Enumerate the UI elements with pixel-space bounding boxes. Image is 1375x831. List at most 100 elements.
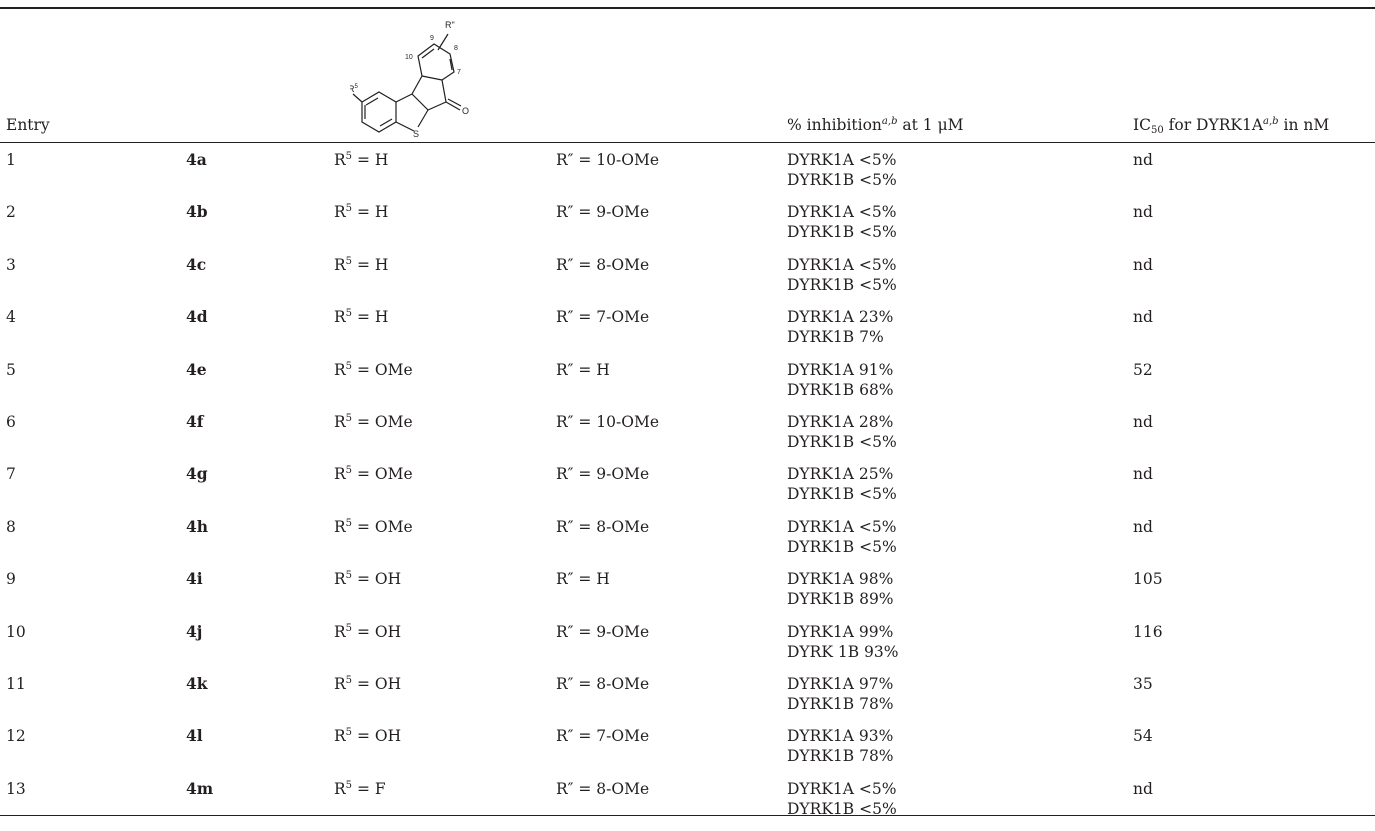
ic50-value: nd bbox=[1133, 308, 1153, 327]
dyrk1a-inhibition: DYRK1A 99% bbox=[787, 622, 894, 641]
inhibition-values: DYRK1A <5% DYRK1B <5% bbox=[787, 150, 897, 190]
r5-substituent: R5 = H bbox=[334, 203, 389, 222]
entry-number: 5 bbox=[6, 360, 16, 379]
r5-substituent: R5 = OMe bbox=[334, 413, 413, 431]
entry-number: 7 bbox=[6, 465, 16, 484]
compound-id: 4f bbox=[186, 412, 204, 431]
rpp-substituent: R″ = 8-OMe bbox=[556, 517, 650, 536]
r5-substituent: R5 = OMe bbox=[334, 517, 413, 536]
compound-id: 4d bbox=[186, 307, 208, 327]
position-7-label: 7 bbox=[457, 69, 461, 76]
compound-id: 4m bbox=[186, 778, 214, 798]
table-bottom-rule bbox=[0, 815, 1375, 816]
ic50-value: nd bbox=[1133, 413, 1153, 431]
rpp-substituent: R″ = 8-OMe bbox=[556, 779, 650, 798]
compound-id: 4a bbox=[186, 150, 207, 169]
compound-id: 4k bbox=[186, 674, 208, 693]
dyrk1b-inhibition: DYRK1B 68% bbox=[787, 380, 894, 399]
inhibition-values: DYRK1A <5%DYRK1B <5% bbox=[787, 517, 897, 557]
rpp-substituent: R″ = 9-OMe bbox=[556, 622, 650, 641]
compound-id: 4b bbox=[186, 202, 208, 222]
ic50-value: 35 bbox=[1133, 675, 1153, 693]
header-separator-rule bbox=[0, 142, 1375, 143]
entry-number: 11 bbox=[6, 675, 26, 693]
entry-number: 12 bbox=[6, 727, 26, 746]
entry-number: 8 bbox=[6, 517, 16, 536]
entry-number: 9 bbox=[6, 570, 16, 589]
r5-substituent: R5 = H bbox=[334, 308, 389, 327]
dyrk1a-inhibition: DYRK1A 93% bbox=[787, 727, 894, 746]
rpp-structure-label: R" bbox=[445, 20, 455, 30]
rpp-substituent: R″ = H bbox=[556, 570, 610, 589]
rpp-substituent: R″ = 9-OMe bbox=[556, 465, 650, 484]
r5-substituent: R5 = F bbox=[334, 779, 386, 798]
inhibition-values: DYRK1A 25%DYRK1B <5% bbox=[787, 464, 897, 504]
table-row: 13 4m R5 = F R″ = 8-OMe DYRK1A <5%DYRK1B <5%… bbox=[0, 779, 1375, 831]
dyrk1a-inhibition: DYRK1A 97% bbox=[787, 675, 894, 693]
compound-id: 4i bbox=[186, 569, 203, 589]
ic50-value: nd bbox=[1133, 465, 1153, 484]
inhibition-values: DYRK1A 23%DYRK1B 7% bbox=[787, 307, 893, 347]
column-header-entry: Entry bbox=[6, 116, 50, 134]
inhibition-values: DYRK1A 97%DYRK1B 78% bbox=[787, 674, 894, 714]
table-row: 11 4k R5 = OH R″ = 8-OMe DYRK1A 97%DYRK1B 78… bbox=[0, 674, 1375, 726]
entry-number: 13 bbox=[6, 779, 26, 798]
dyrk1b-inhibition: DYRK1B <5% bbox=[787, 275, 897, 294]
ic50-value: 116 bbox=[1133, 622, 1163, 641]
entry-number: 1 bbox=[6, 151, 16, 169]
dyrk1b-inhibition: DYRK1B <5% bbox=[787, 799, 897, 818]
inhibition-values: DYRK1A <5%DYRK1B <5% bbox=[787, 779, 897, 819]
entry-number: 3 bbox=[6, 255, 16, 274]
rpp-substituent: R″ = 10-OMe bbox=[556, 413, 660, 431]
column-header-inhibition: % inhibitiona,b at 1 μM bbox=[787, 116, 964, 134]
ic50-value: nd bbox=[1133, 779, 1153, 798]
ic50-value: nd bbox=[1133, 151, 1153, 169]
dyrk1a-inhibition: DYRK1A <5% bbox=[787, 151, 897, 169]
inhibition-values: DYRK1A 28%DYRK1B <5% bbox=[787, 412, 897, 452]
sulfur-label: S bbox=[413, 129, 419, 139]
dyrk1b-inhibition: DYRK 1B 93% bbox=[787, 642, 899, 661]
table-top-rule bbox=[0, 7, 1375, 9]
dyrk1b-inhibition: DYRK1B <5% bbox=[787, 485, 897, 504]
inhibition-values: DYRK1A <5%DYRK1B <5% bbox=[787, 202, 897, 242]
position-8-label: 8 bbox=[454, 45, 458, 52]
dyrk1a-inhibition: DYRK1A <5% bbox=[787, 255, 897, 274]
entry-number: 2 bbox=[6, 203, 16, 222]
compound-id: 4h bbox=[186, 516, 209, 536]
dyrk1b-inhibition: DYRK1B <5% bbox=[787, 223, 897, 242]
table-row: 6 4f R5 = OMe R″ = 10-OMe DYRK1A 28%DYRK1B <… bbox=[0, 412, 1375, 464]
entry-number: 6 bbox=[6, 413, 16, 431]
rpp-substituent: R″ = 8-OMe bbox=[556, 675, 650, 693]
inhibition-values: DYRK1A <5%DYRK1B <5% bbox=[787, 255, 897, 295]
r5-substituent: R5 = OH bbox=[334, 622, 402, 641]
dyrk1b-inhibition: DYRK1B <5% bbox=[787, 537, 897, 556]
rpp-substituent: R″ = 10-OMe bbox=[556, 151, 660, 169]
r5-structure-label: R5 bbox=[350, 84, 359, 94]
position-10-label: 10 bbox=[405, 54, 413, 61]
dyrk1b-inhibition: DYRK1B 89% bbox=[787, 590, 894, 609]
dyrk1a-inhibition: DYRK1A 98% bbox=[787, 570, 894, 589]
dyrk1b-inhibition: DYRK1B <5% bbox=[787, 171, 897, 189]
compound-id: 4e bbox=[186, 359, 207, 379]
table-row: 8 4h R5 = OMe R″ = 8-OMe DYRK1A <5%DYRK1B <5… bbox=[0, 517, 1375, 569]
dyrk1a-inhibition: DYRK1A <5% bbox=[787, 779, 897, 798]
column-header-ic50: IC50 for DYRK1Aa,b in nM bbox=[1133, 116, 1330, 136]
position-9-label: 9 bbox=[430, 35, 434, 42]
r5-substituent: R5 = OH bbox=[334, 570, 402, 589]
inhibition-values: DYRK1A 98%DYRK1B 89% bbox=[787, 569, 894, 609]
compound-id: 4j bbox=[186, 621, 203, 641]
ic50-value: nd bbox=[1133, 517, 1153, 536]
rpp-substituent: R″ = 8-OMe bbox=[556, 255, 650, 274]
r5-substituent: R5 = OH bbox=[334, 675, 402, 693]
inhibition-values: DYRK1A 99%DYRK 1B 93% bbox=[787, 622, 898, 662]
entry-number: 4 bbox=[6, 308, 16, 327]
ic50-value: 105 bbox=[1133, 570, 1163, 589]
table-row: 9 4i R5 = OH R″ = H DYRK1A 98%DYRK1B 89% 105 bbox=[0, 569, 1375, 621]
dyrk1a-inhibition: DYRK1A <5% bbox=[787, 203, 897, 222]
rpp-substituent: R″ = 9-OMe bbox=[556, 203, 650, 222]
compound-id: 4c bbox=[186, 254, 207, 274]
